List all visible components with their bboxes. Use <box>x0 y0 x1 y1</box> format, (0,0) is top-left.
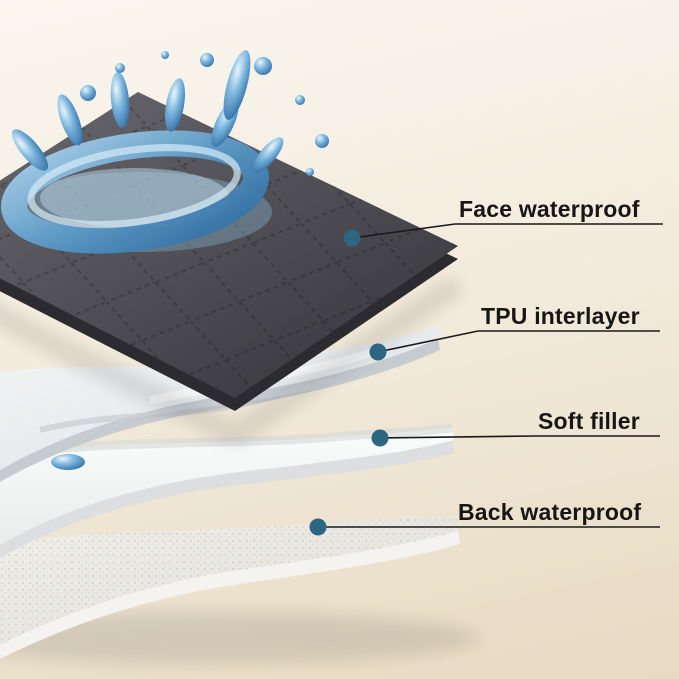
callout-label-back-waterproof: Back waterproof <box>458 499 641 525</box>
callout-connector <box>377 330 479 353</box>
callout-lines <box>318 223 663 528</box>
water-droplet <box>51 454 85 470</box>
callout-dots <box>309 229 389 536</box>
callout-dot <box>309 518 327 536</box>
callout-label-face-waterproof: Face waterproof <box>459 196 640 222</box>
callout-text: TPU interlayer <box>481 303 640 329</box>
callout-dot <box>343 229 361 247</box>
callout-text: Back waterproof <box>458 499 642 525</box>
water-splash <box>1 50 329 254</box>
back-waterproof-layer <box>0 516 460 659</box>
callout-connector <box>351 223 456 239</box>
callout-text: Soft filler <box>538 408 640 434</box>
callout-dot <box>371 429 389 447</box>
soft-filler-layer <box>0 423 454 558</box>
ground-shadow <box>0 612 480 664</box>
top-layer-shadow <box>0 273 465 448</box>
callout-dot <box>369 343 387 361</box>
callout-label-soft-filler: Soft filler <box>538 408 640 434</box>
callout-text: Face waterproof <box>459 196 640 222</box>
face-waterproof-layer <box>0 92 458 411</box>
callout-label-tpu-interlayer: TPU interlayer <box>481 303 640 329</box>
callout-connector <box>379 435 536 439</box>
